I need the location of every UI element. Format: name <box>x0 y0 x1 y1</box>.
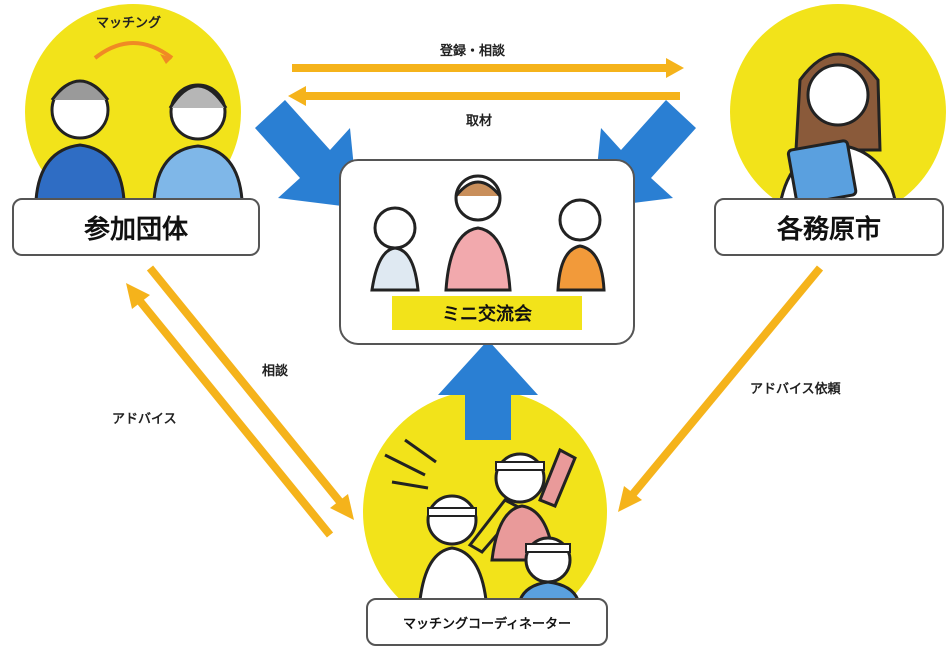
matching-label: マッチング <box>96 16 162 31</box>
mini-event-illustration <box>370 174 606 292</box>
blue-arrow-left <box>255 100 358 208</box>
advice-request-label: アドバイス依頼 <box>750 382 841 397</box>
matching-arrow <box>93 41 174 60</box>
advice-label: アドバイス <box>112 412 177 427</box>
participants-illustration <box>34 79 244 202</box>
matching-arrow-head <box>160 54 172 64</box>
consult-label: 相談 <box>262 364 289 379</box>
coordinator-illustration <box>384 438 581 602</box>
orange-top-arrows <box>288 58 684 106</box>
city-illustration <box>778 52 898 207</box>
city-box: 各務原市 <box>714 198 944 256</box>
blue-arrow-up <box>438 340 538 440</box>
orange-right-arrow <box>618 265 824 512</box>
register-consult-label: 登録・相談 <box>440 44 506 59</box>
interview-label: 取材 <box>466 114 493 129</box>
mini-event-label: ミニ交流会 <box>392 296 582 330</box>
orange-left-arrows <box>126 265 354 538</box>
coordinator-box: マッチングコーディネーター <box>366 598 608 646</box>
participants-box: 参加団体 <box>12 198 260 256</box>
